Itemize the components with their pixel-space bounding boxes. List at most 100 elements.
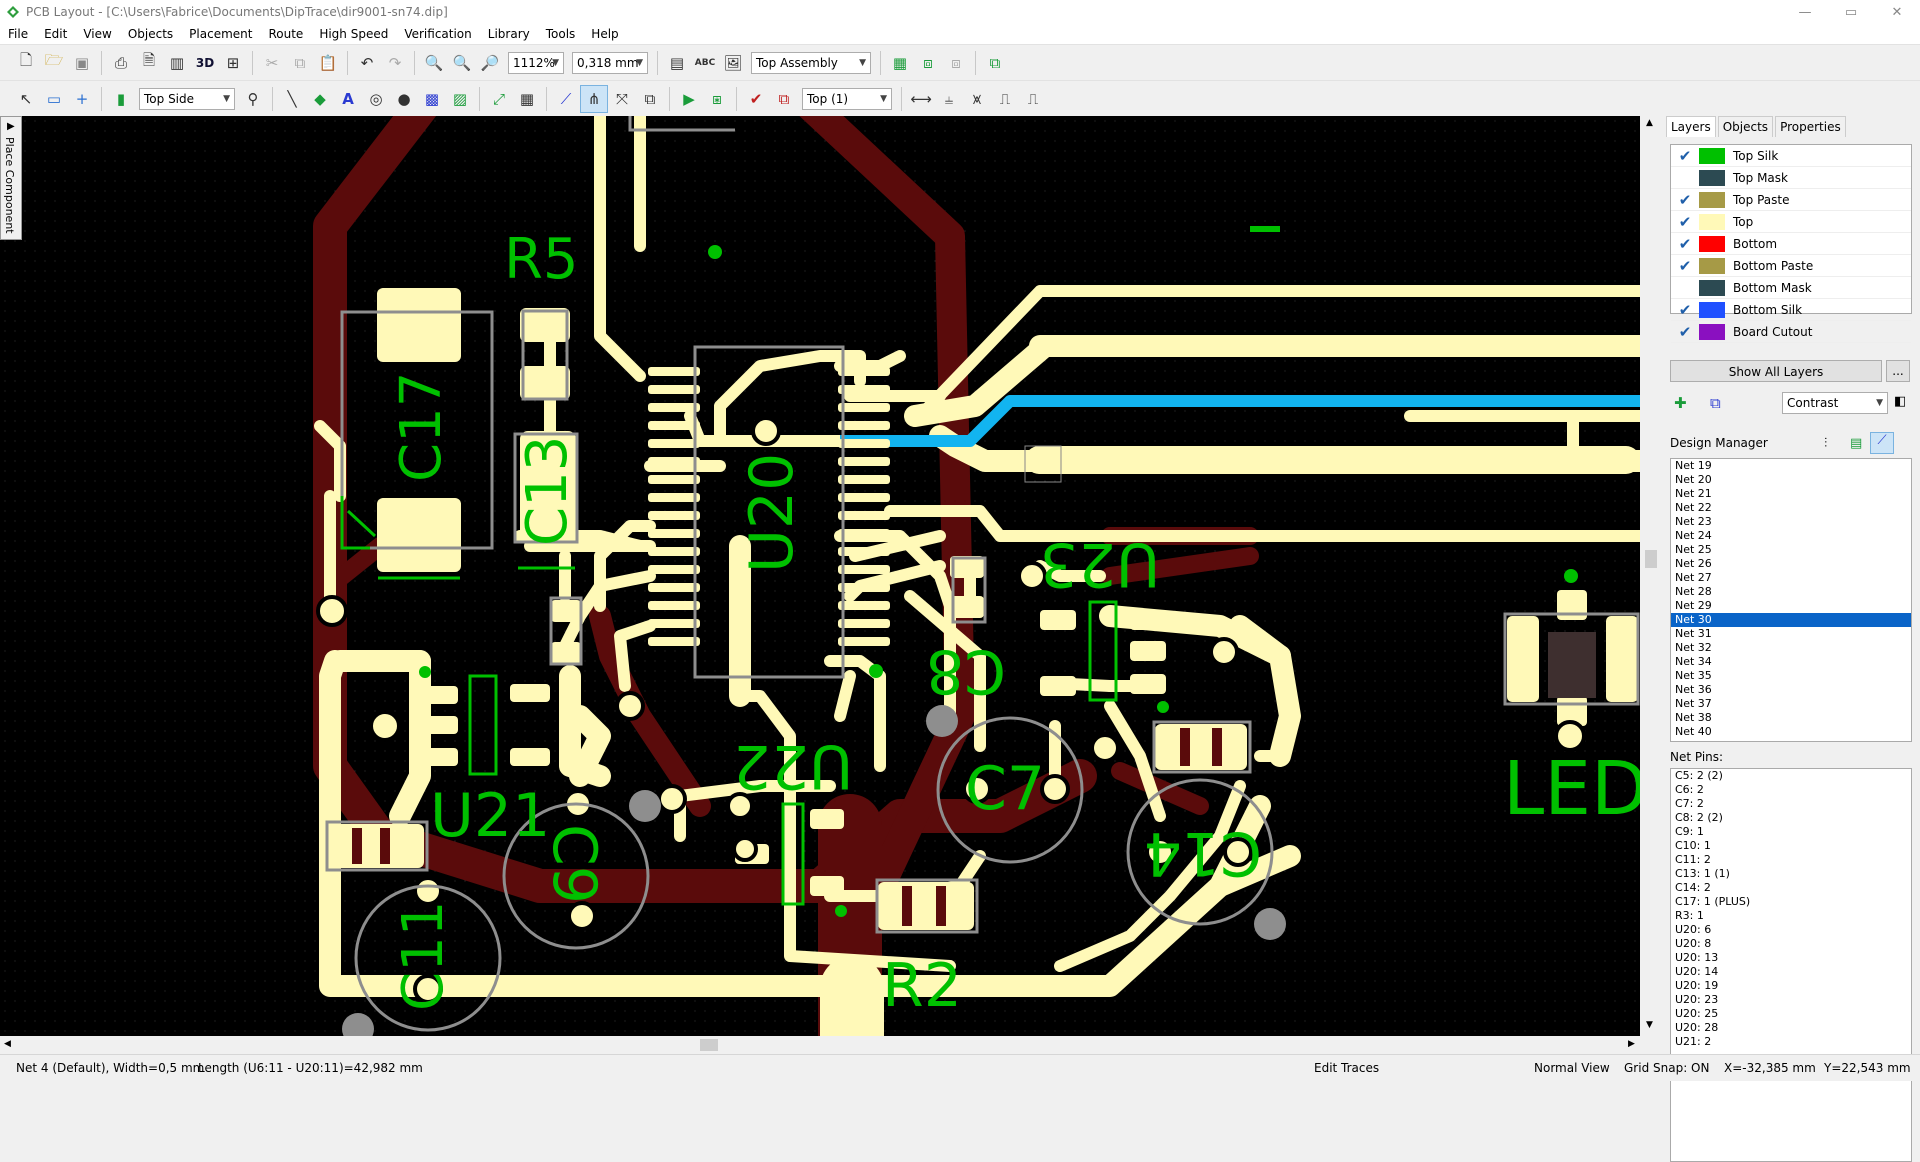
list-item[interactable]: U20: 13 — [1675, 951, 1719, 964]
list-item[interactable]: Net 32 — [1675, 641, 1712, 654]
text-icon[interactable]: A — [342, 89, 354, 108]
list-item[interactable]: U20: 25 — [1675, 1007, 1719, 1020]
minimize-button[interactable]: — — [1798, 4, 1812, 20]
list-item[interactable]: C5: 2 (2) — [1675, 769, 1723, 782]
list-item[interactable]: Net 26 — [1675, 557, 1712, 570]
scroll-left-icon[interactable]: ◀ — [4, 1039, 11, 1049]
list-item[interactable]: Net 24 — [1675, 529, 1712, 542]
hscroll-thumb[interactable] — [700, 1039, 718, 1051]
menu-library[interactable]: Library — [487, 27, 530, 41]
spellcheck-button[interactable]: ABC — [694, 57, 716, 68]
pad-icon[interactable]: ◆ — [314, 89, 326, 108]
menu-verification[interactable]: Verification — [404, 27, 472, 41]
tab-objects[interactable]: Objects — [1717, 116, 1774, 137]
list-item[interactable]: Net 27 — [1675, 571, 1712, 584]
layer-row-board-cutout[interactable]: ✔Board Cutout — [1671, 321, 1911, 343]
list-item[interactable]: Net 29 — [1675, 599, 1712, 612]
maximize-button[interactable]: ▭ — [1844, 4, 1858, 20]
list-item[interactable]: Net 25 — [1675, 543, 1712, 556]
zoom-in-icon[interactable]: 🔍 — [424, 53, 444, 72]
menu-route[interactable]: Route — [268, 27, 304, 41]
list-item[interactable]: C9: 1 — [1675, 825, 1704, 838]
layer-checkbox[interactable]: ✔ — [1678, 212, 1692, 231]
list-item[interactable]: U20: 6 — [1675, 923, 1712, 936]
layer-color-swatch[interactable] — [1699, 235, 1725, 252]
list-item[interactable]: Net 38 — [1675, 711, 1712, 724]
zoom-fit-icon[interactable]: 🔎 — [480, 53, 500, 72]
layer-color-swatch[interactable] — [1699, 279, 1725, 296]
status-grid-snap[interactable]: Grid Snap: ON — [1624, 1061, 1710, 1075]
layer-checkbox[interactable]: ✔ — [1678, 256, 1692, 275]
layer-color-swatch[interactable] — [1699, 323, 1725, 340]
place-component-tab[interactable]: ▶ Place Component — [0, 116, 22, 240]
list-item[interactable]: C17: 1 (PLUS) — [1675, 895, 1751, 908]
list-item[interactable]: Net 36 — [1675, 683, 1712, 696]
menu-help[interactable]: Help — [591, 27, 619, 41]
pcb-canvas[interactable]: R5 C17 C13 U20 U23 C8 U21 U22 C7 C9 C14 … — [0, 116, 1640, 1036]
menu-high-speed[interactable]: High Speed — [319, 27, 389, 41]
list-item[interactable]: U21: 2 — [1675, 1035, 1712, 1048]
net-pins-list[interactable]: C5: 2 (2) C6: 2 C7: 2 C8: 2 (2) C9: 1 C1… — [1670, 768, 1912, 1162]
via-icon[interactable]: ◎ — [369, 89, 383, 108]
list-item[interactable]: Net 19 — [1675, 459, 1712, 472]
add-layer-icon[interactable]: ✚ — [1674, 394, 1687, 412]
list-item[interactable]: C6: 2 — [1675, 783, 1704, 796]
show-all-layers-button[interactable]: Show All Layers — [1670, 360, 1882, 382]
list-item-selected[interactable]: Net 30 — [1671, 613, 1911, 627]
vertical-scrollbar[interactable]: ▲ ▼ — [1642, 116, 1660, 1036]
list-item[interactable]: U20: 19 — [1675, 979, 1719, 992]
image-icon[interactable]: 🖼 — [723, 53, 743, 72]
layer-row-bottom[interactable]: ✔Bottom — [1671, 233, 1911, 255]
new-file-icon[interactable]: 🗋 — [19, 51, 33, 69]
menu-edit[interactable]: Edit — [44, 27, 68, 41]
scroll-up-icon[interactable]: ▲ — [1646, 118, 1653, 128]
properties-icon[interactable]: ▤ — [669, 53, 685, 72]
list-item[interactable]: Net 40 — [1675, 725, 1712, 738]
diff-pair-icon[interactable]: ⫨ — [944, 89, 954, 108]
list-item[interactable]: Net 21 — [1675, 487, 1712, 500]
image-place-icon[interactable]: ▨ — [452, 89, 468, 108]
export-icon[interactable]: ⧉ — [989, 53, 1001, 72]
fanout-icon[interactable]: ⧉ — [644, 89, 656, 108]
pulse-alt-icon[interactable]: ⎍ — [1027, 89, 1039, 108]
binoculars-icon[interactable]: ⚲ — [247, 89, 259, 108]
list-item[interactable]: Net 31 — [1675, 627, 1712, 640]
list-item[interactable]: U20: 28 — [1675, 1021, 1719, 1034]
layer-row-top-paste[interactable]: ✔Top Paste — [1671, 189, 1911, 211]
layer-checkbox[interactable]: ✔ — [1678, 146, 1692, 165]
copper-pour-icon[interactable]: ▩ — [424, 89, 440, 108]
unroute-icon[interactable]: ⤧ — [615, 89, 628, 108]
list-item[interactable]: Net 35 — [1675, 669, 1712, 682]
layer-checkbox[interactable]: ✔ — [1678, 190, 1692, 209]
undo-icon[interactable]: ↶ — [360, 53, 374, 72]
save-icon[interactable]: ▣ — [74, 53, 90, 72]
length-icon[interactable]: ⟷ — [910, 89, 932, 108]
layer-row-bottom-paste[interactable]: ✔Bottom Paste — [1671, 255, 1911, 277]
layer-row-bottom-mask[interactable]: Bottom Mask — [1671, 277, 1911, 299]
pointer-icon[interactable]: ↖ — [19, 89, 33, 108]
list-item[interactable]: C8: 2 (2) — [1675, 811, 1723, 824]
panelize-icon[interactable]: ⊞ — [226, 53, 240, 72]
menu-objects[interactable]: Objects — [127, 27, 174, 41]
scroll-thumb[interactable] — [1645, 550, 1657, 568]
list-item[interactable]: Net 28 — [1675, 585, 1712, 598]
list-item[interactable]: U20: 8 — [1675, 937, 1712, 950]
dm-nets-icon[interactable]: ⟋ — [1870, 432, 1894, 454]
layer-checkbox[interactable]: ✔ — [1678, 234, 1692, 253]
trace-width-select[interactable]: 0,318 mm▼ — [572, 51, 648, 74]
layer-settings-icon[interactable]: ⧉ — [1710, 394, 1721, 412]
verify-icon[interactable]: ✔ — [749, 89, 763, 108]
side-icon[interactable]: ▮ — [116, 89, 126, 108]
print-preview-icon[interactable]: 🗎 — [142, 51, 156, 69]
close-button[interactable]: ✕ — [1891, 4, 1903, 20]
hole-icon[interactable]: ● — [397, 89, 411, 108]
scroll-right-icon[interactable]: ▶ — [1628, 1039, 1635, 1049]
net-list[interactable]: Net 19 Net 20 Net 21 Net 22 Net 23 Net 2… — [1670, 458, 1912, 742]
layer-color-swatch[interactable] — [1699, 147, 1725, 164]
list-item[interactable]: R3: 1 — [1675, 909, 1704, 922]
list-item[interactable]: C7: 2 — [1675, 797, 1704, 810]
open-folder-icon[interactable]: 🗁 — [44, 51, 64, 69]
pulse-icon[interactable]: ⎍ — [999, 89, 1011, 108]
connectivity-icon[interactable]: ⧉ — [778, 89, 790, 108]
list-item[interactable]: Net 22 — [1675, 501, 1712, 514]
